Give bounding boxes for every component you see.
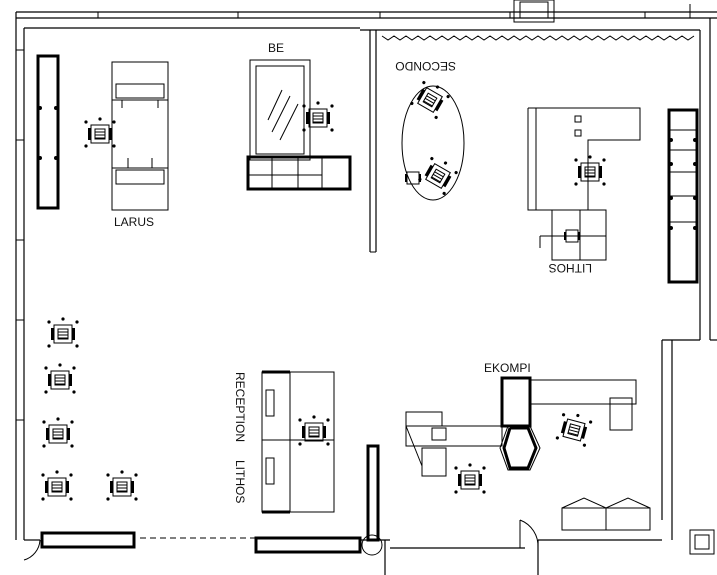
lounge-units bbox=[561, 497, 651, 531]
be-room: BE bbox=[246, 41, 352, 191]
interior-partitions bbox=[369, 30, 377, 253]
ekompi-room: EKOMPI bbox=[405, 361, 637, 495]
secondo-room: SECONDO bbox=[395, 59, 465, 201]
room-label-reception-lithos: LITHOS bbox=[233, 460, 247, 503]
bottom-benches bbox=[40, 444, 380, 554]
room-label-lithos: LITHOS bbox=[549, 261, 592, 275]
larus-room: LARUS bbox=[36, 54, 169, 229]
room-label-reception: RECEPTION bbox=[233, 372, 247, 442]
room-label-larus: LARUS bbox=[114, 215, 154, 229]
waiting-chairs bbox=[40, 316, 139, 502]
room-label-ekompi: EKOMPI bbox=[484, 361, 531, 375]
reception-area: RECEPTION LITHOS bbox=[233, 370, 335, 514]
outer-walls bbox=[15, 0, 717, 575]
lithos-room: LITHOS bbox=[527, 107, 699, 284]
room-label-secondo: SECONDO bbox=[395, 59, 456, 73]
curtain bbox=[381, 35, 695, 41]
room-label-be: BE bbox=[268, 41, 284, 55]
